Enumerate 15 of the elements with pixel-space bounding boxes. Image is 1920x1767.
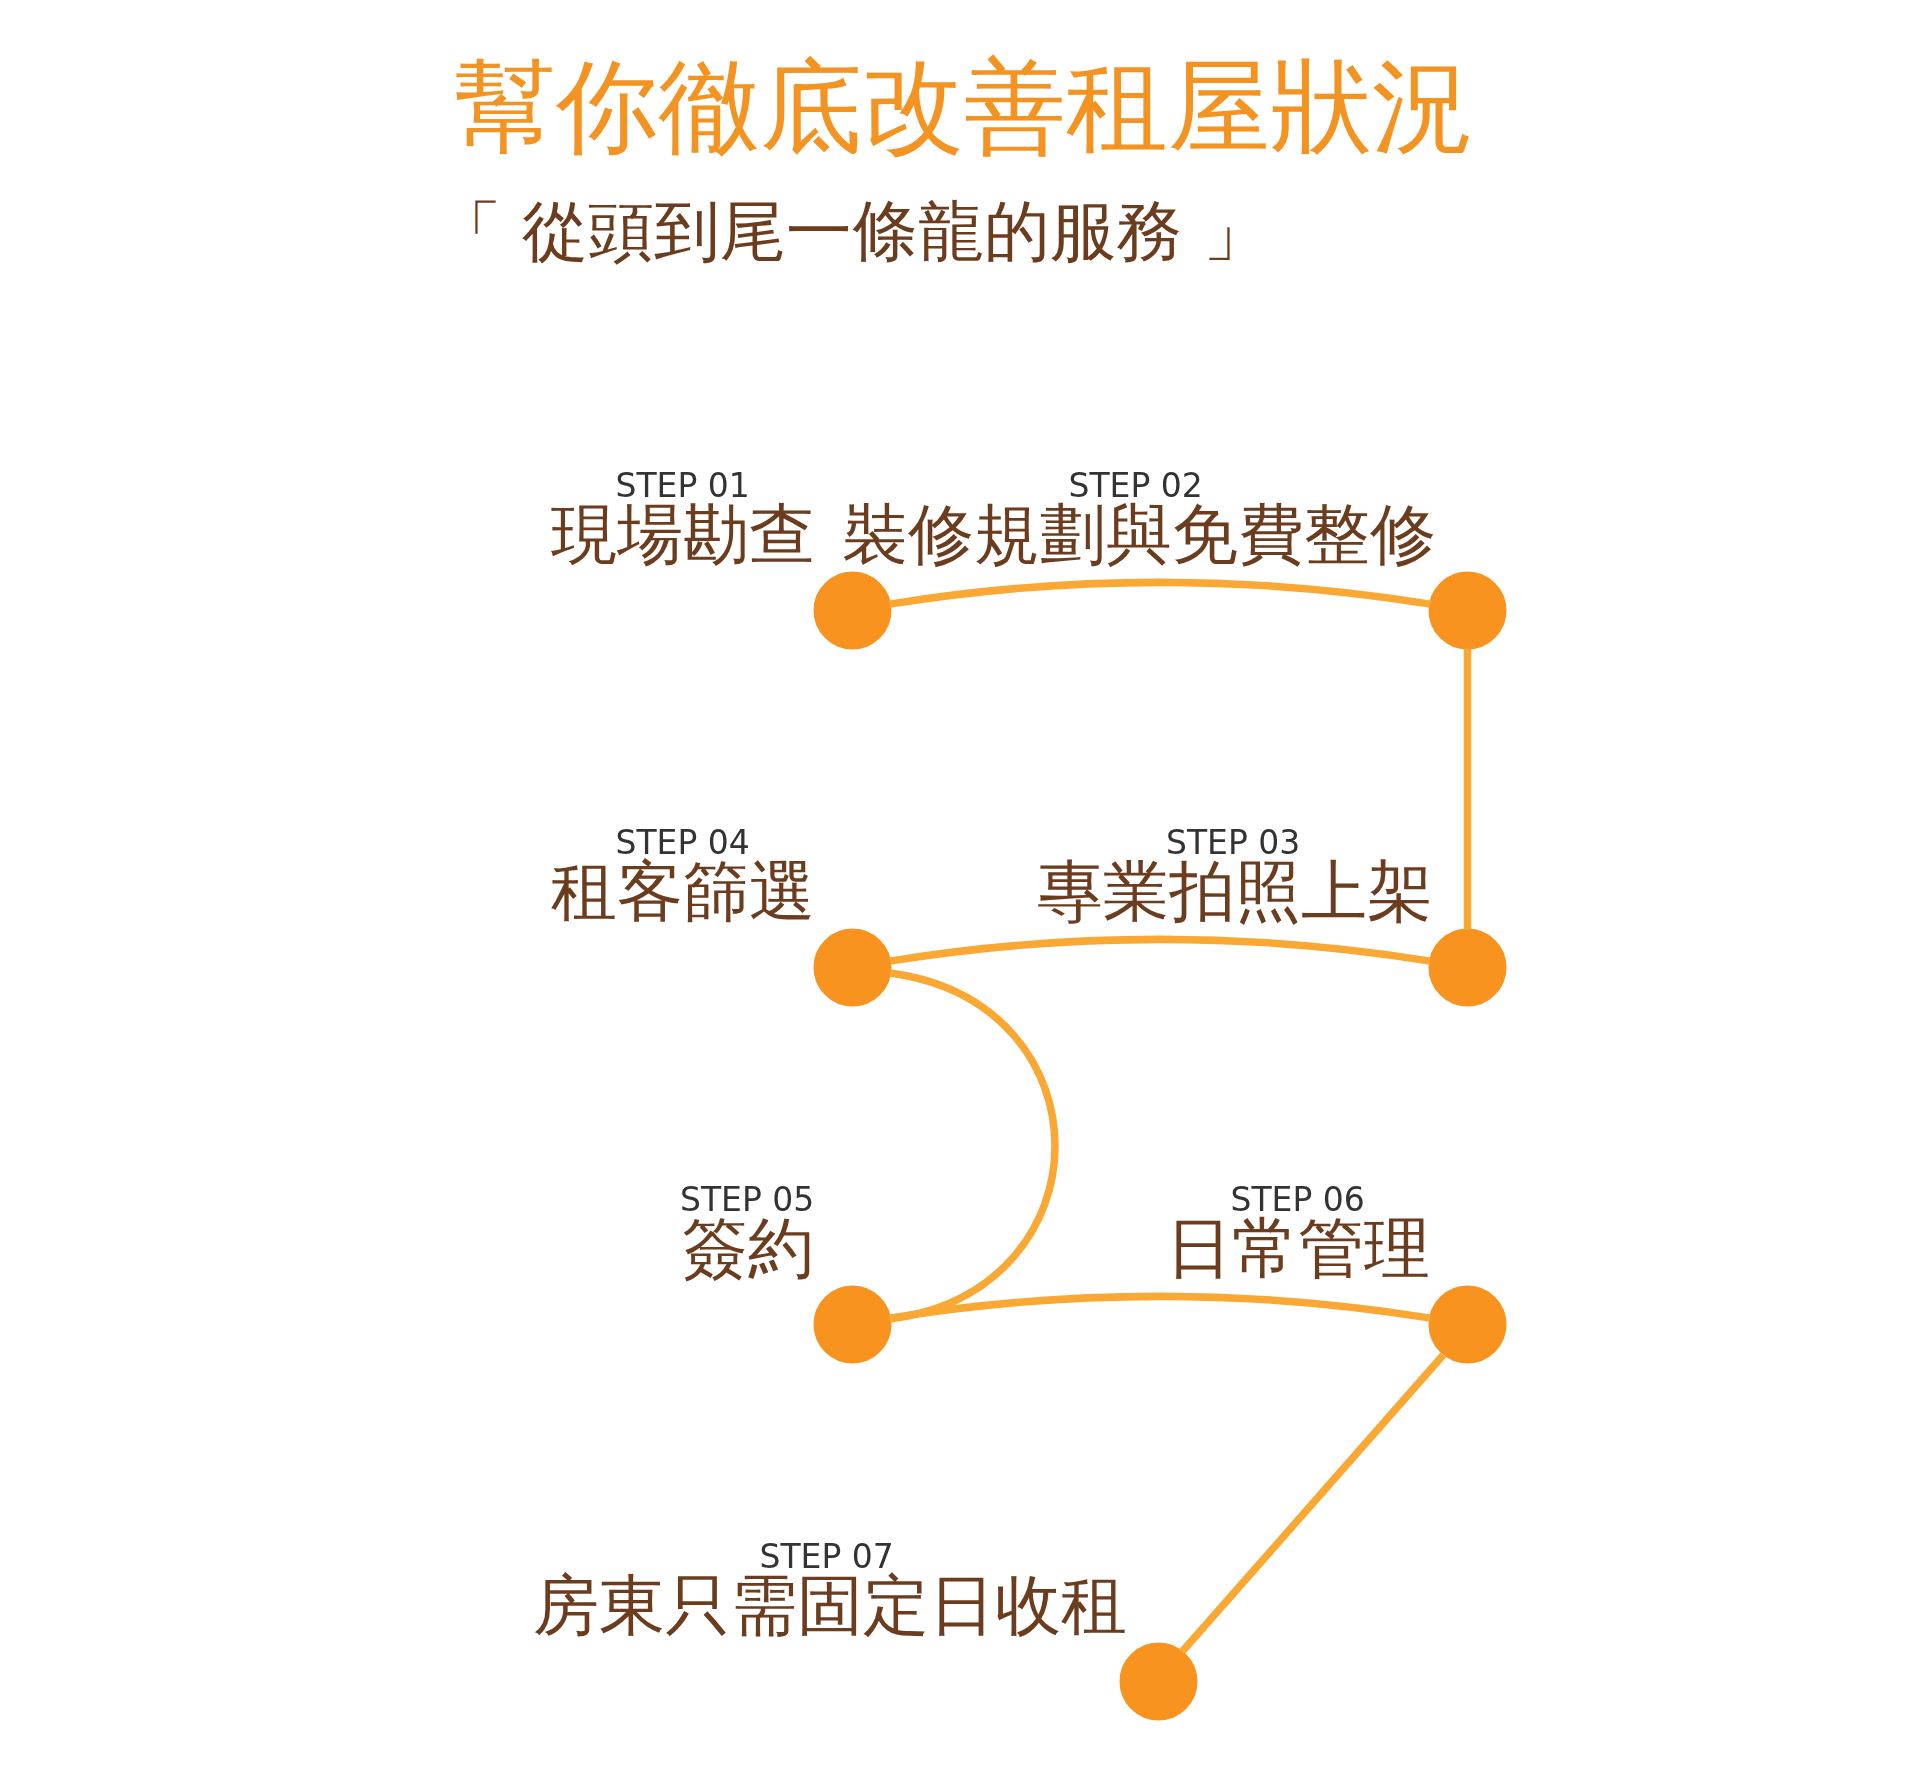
node-circle: [813, 571, 891, 650]
node-circle: [1428, 1285, 1506, 1364]
connector: [1463, 648, 1471, 930]
connector: [888, 1292, 1431, 1322]
node-circle: [813, 928, 891, 1007]
connector: [888, 935, 1431, 965]
node-circle: [1119, 1642, 1197, 1721]
node-circle: [1428, 928, 1506, 1007]
node-circle: [1428, 571, 1506, 650]
label: 「 從頭到尾一條龍的服務 」: [435, 192, 1269, 270]
connector: [888, 578, 1431, 608]
connector: [888, 969, 1058, 1323]
diagram-title: 幫你徹底改善租屋狀況: [453, 46, 1473, 166]
node-circle: [813, 1285, 891, 1364]
connector: [1178, 1352, 1446, 1655]
